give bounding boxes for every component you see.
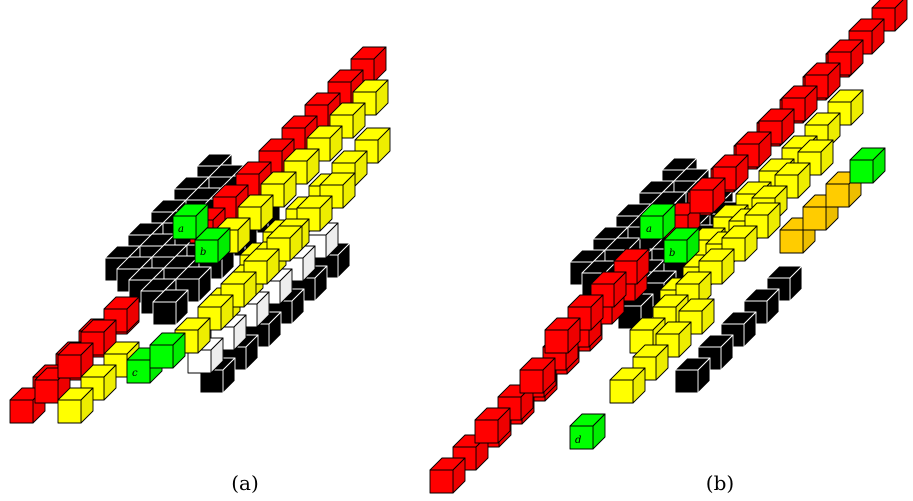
- green-cube: [569, 413, 606, 450]
- green-cube: [149, 332, 186, 369]
- green-cube: [639, 203, 676, 240]
- red-cube: [474, 407, 511, 444]
- red-cube: [544, 317, 581, 354]
- green-cube: [194, 227, 231, 264]
- black-cube: [199, 357, 236, 394]
- red-cube: [57, 342, 94, 379]
- orange-cube: [825, 171, 862, 208]
- panel-b-caption: (b): [706, 471, 734, 495]
- yellow-cube: [354, 127, 391, 164]
- red-cube: [590, 271, 627, 308]
- red-cube: [804, 62, 841, 99]
- cube-label-d: d: [575, 435, 581, 446]
- green-cube: [172, 203, 209, 240]
- black-cube: [674, 357, 711, 394]
- red-cube: [689, 177, 726, 214]
- cube-label-a: a: [646, 224, 652, 235]
- cube-label-b: b: [200, 247, 206, 258]
- green-cube: [849, 147, 886, 184]
- panel-a-caption: (a): [231, 471, 259, 495]
- black-cube: [152, 289, 189, 326]
- red-cube: [429, 457, 466, 494]
- green-cube: [663, 227, 700, 264]
- panel-b: a b d: [429, 0, 908, 494]
- cube-label-a: a: [178, 224, 184, 235]
- panel-a: a b c: [9, 46, 391, 424]
- yellow-cube: [827, 89, 864, 126]
- red-cube: [519, 357, 556, 394]
- cube-label-c: c: [132, 368, 138, 379]
- cube-label-b: b: [669, 248, 675, 259]
- yellow-cube: [57, 387, 94, 424]
- yellow-cube: [609, 367, 646, 404]
